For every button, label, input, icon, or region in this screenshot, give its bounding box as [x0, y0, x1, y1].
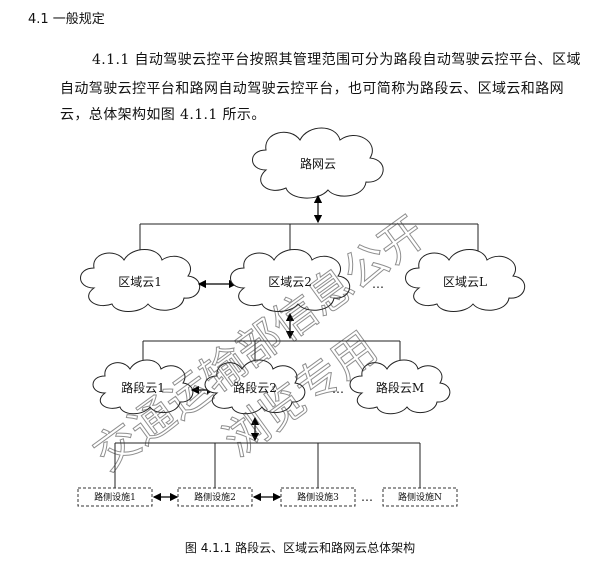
regional-cloud-1-label: 区域云1: [118, 275, 162, 289]
regional-cloud-L-label: 区域云L: [443, 275, 487, 289]
regional-cloud-2-label: 区域云2: [268, 275, 312, 289]
device-1: 路侧设施1: [77, 487, 153, 507]
segment-cloud-2: 路段云2: [204, 359, 306, 415]
segment-cloud-2-label: 路段云2: [233, 380, 277, 395]
paragraph-line-1: 4.1.1 自动驾驶云控平台按照其管理范围可分为路段自动驾驶云控平台、区域: [92, 52, 581, 68]
network-cloud-label: 路网云: [300, 156, 336, 171]
segment-cloud-1: 路段云1: [92, 359, 194, 415]
device-N-label: 路侧设施N: [398, 491, 442, 503]
segment-cloud-M-label: 路段云M: [376, 380, 424, 395]
device-1-label: 路侧设施1: [94, 491, 136, 503]
section-heading: 4.1 一般规定: [28, 12, 105, 27]
device-2: 路侧设施2: [177, 487, 253, 507]
regional-ellipsis: …: [372, 277, 384, 291]
device-3: 路侧设施3: [280, 487, 356, 507]
device-ellipsis: …: [361, 490, 373, 504]
segment-ellipsis: …: [332, 382, 344, 396]
watermark: 交通运输部信息公开 浏览专用: [84, 206, 435, 481]
segment-cloud-1-label: 路段云1: [121, 380, 165, 395]
regional-cloud-1: 区域云1: [80, 249, 200, 312]
network-cloud: 路网云: [252, 127, 384, 199]
regional-cloud-2: 区域云2: [230, 249, 350, 312]
device-3-label: 路侧设施3: [297, 491, 339, 503]
figure-caption: 图 4.1.1 路段云、区域云和路网云总体架构: [184, 541, 416, 555]
paragraph-line-2: 自动驾驶云控平台和路网自动驾驶云控平台，也可简称为路段云、区域云和路网: [60, 81, 564, 97]
device-2-label: 路侧设施2: [194, 491, 236, 503]
paragraph-line-3: 云，总体架构如图 4.1.1 所示。: [60, 107, 266, 123]
regional-cloud-L: 区域云L: [405, 249, 525, 312]
device-N: 路侧设施N: [382, 487, 458, 507]
segment-cloud-M: 路段云M: [349, 359, 451, 415]
